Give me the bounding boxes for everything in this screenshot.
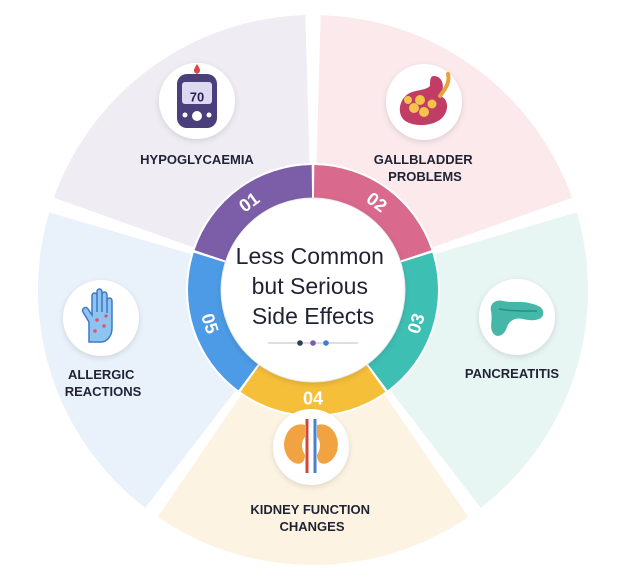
divider-dot	[323, 340, 329, 346]
segment-label-line: REACTIONS	[65, 384, 142, 399]
segment-label-pancreatitis: PANCREATITIS	[465, 366, 559, 381]
kidneys-icon	[273, 409, 349, 485]
ring-number-04: 04	[303, 389, 323, 409]
center-title-line-2: but Serious	[252, 273, 368, 299]
gallbladder-icon	[386, 64, 462, 140]
segment-label-line: KIDNEY FUNCTION	[250, 502, 370, 517]
center-title: Less Common but Serious Side Effects	[236, 243, 391, 329]
center-title-line-1: Less Common	[236, 243, 384, 269]
segment-label-line: HYPOGLYCAEMIA	[140, 152, 254, 167]
ring-segment-02	[313, 165, 432, 261]
segment-label-line: CHANGES	[279, 519, 344, 534]
divider-dot	[297, 340, 303, 346]
segment-label-line: PANCREATITIS	[465, 366, 559, 381]
glucose-meter-icon: 70	[159, 63, 235, 139]
segment-label-line: GALLBLADDER	[374, 152, 474, 167]
segment-label-line: ALLERGIC	[68, 367, 135, 382]
ring-segment-04	[240, 364, 386, 415]
allergic-hand-icon	[63, 280, 139, 356]
center-circle	[220, 197, 406, 383]
glucose-reading: 70	[190, 90, 204, 105]
pancreas-icon	[479, 279, 555, 355]
divider-dot	[310, 340, 316, 346]
center-title-line-3: Side Effects	[252, 303, 374, 329]
ring-segment-05	[188, 252, 259, 391]
segment-label-gallbladder: GALLBLADDER PROBLEMS	[374, 152, 477, 184]
segment-label-allergic: ALLERGIC REACTIONS	[65, 367, 142, 399]
center-divider	[268, 340, 358, 346]
ring-segment-01	[194, 165, 313, 261]
segment-label-kidney: KIDNEY FUNCTION CHANGES	[250, 502, 373, 534]
segment-label-line: PROBLEMS	[388, 169, 462, 184]
segment-label-hypoglycaemia: HYPOGLYCAEMIA	[140, 152, 254, 167]
ring-segment-03	[367, 252, 438, 391]
